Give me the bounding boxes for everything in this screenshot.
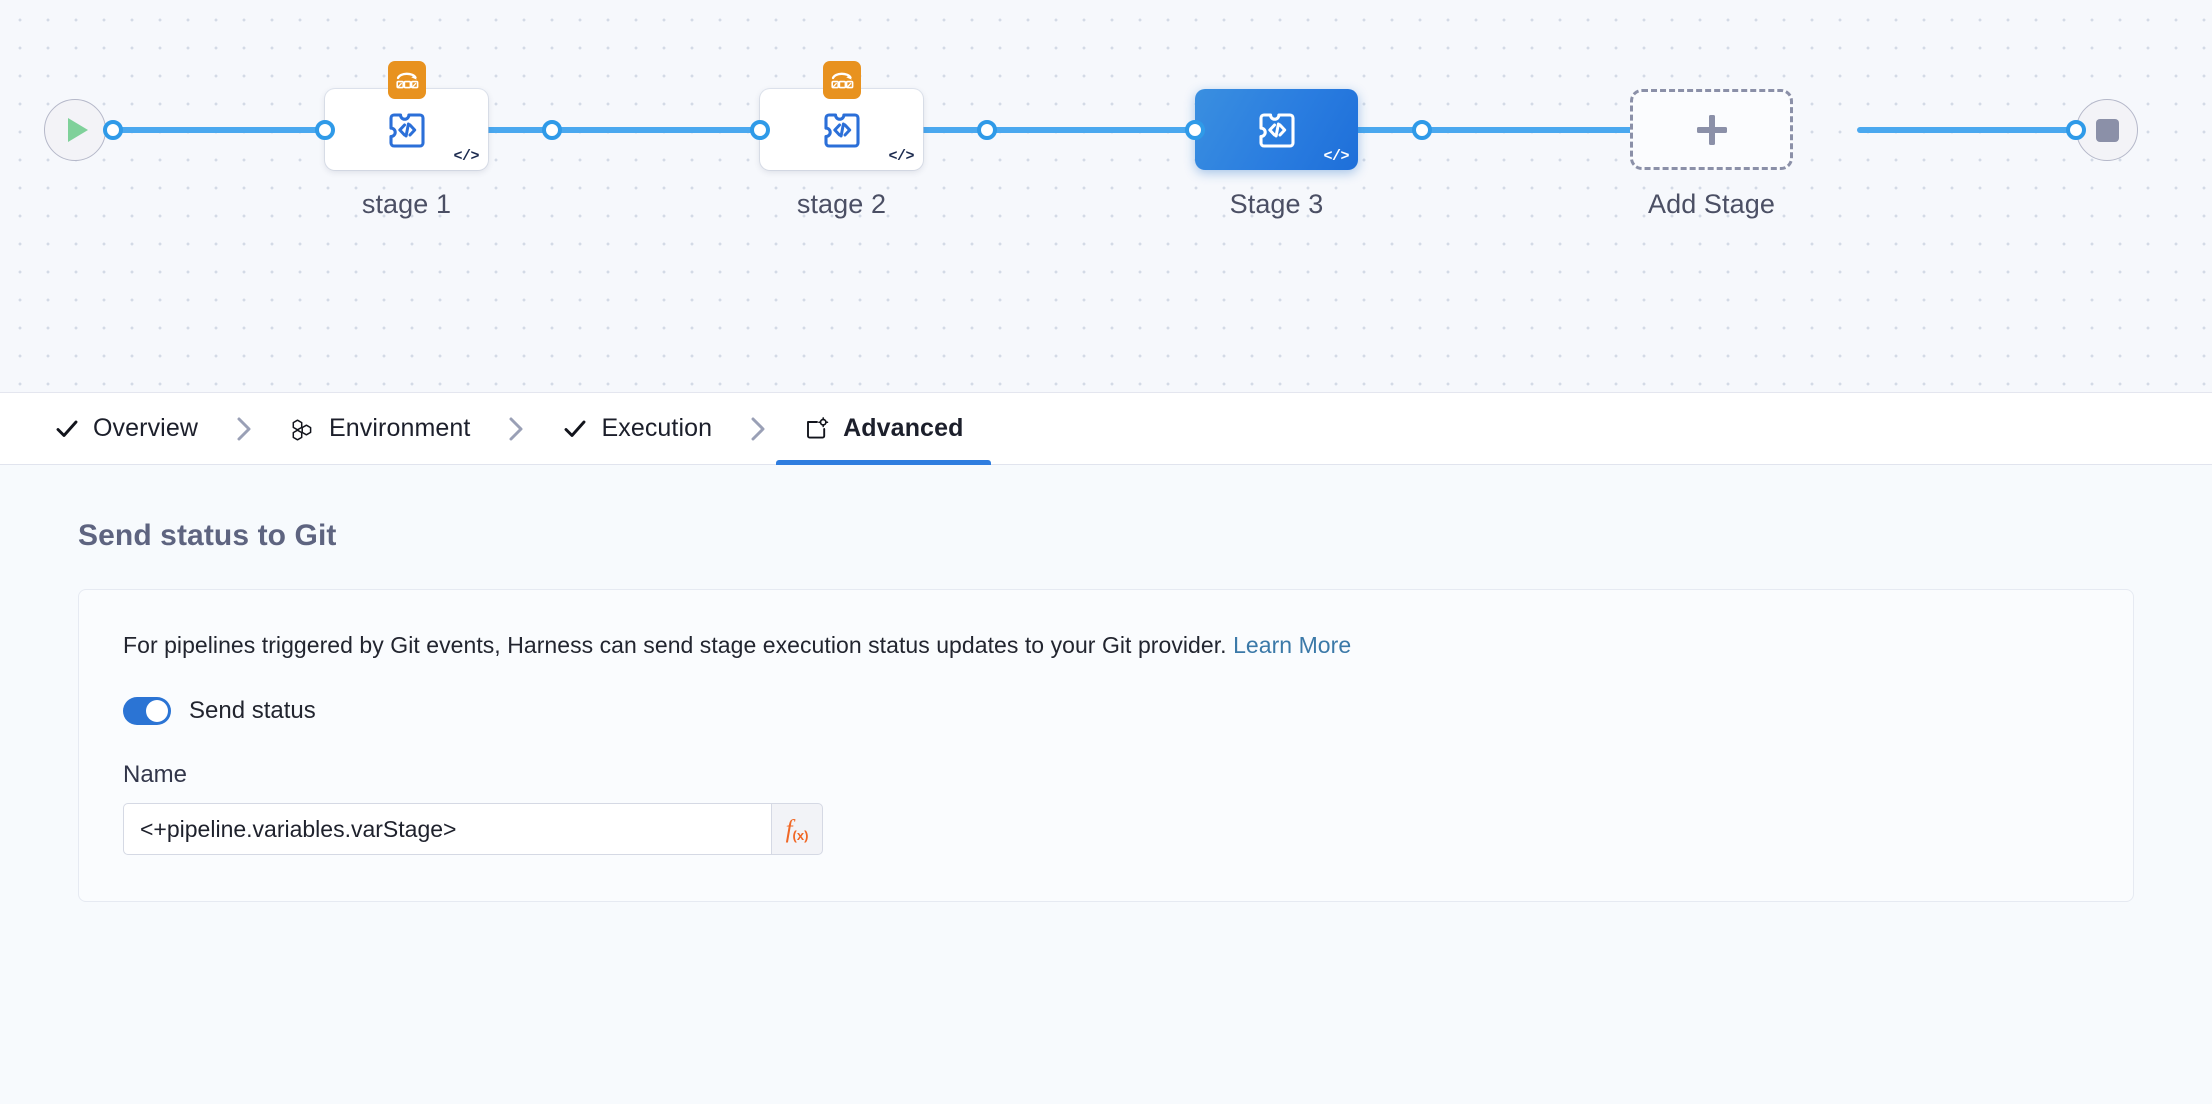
port-start-out[interactable] [103, 120, 123, 140]
tab-label: Overview [93, 414, 198, 442]
tab-separator [226, 393, 262, 464]
stage-node-3[interactable]: </> Stage 3 [1195, 89, 1358, 219]
stage-label: stage 2 [796, 189, 887, 219]
tab-overview[interactable]: Overview [26, 393, 226, 464]
page-title: Send status to Git [78, 519, 337, 552]
play-icon [68, 118, 88, 142]
stage-label: Stage 3 [1229, 189, 1324, 219]
chevron-right-icon [237, 417, 251, 440]
tab-environment[interactable]: Environment [262, 393, 498, 464]
pipeline-end-node[interactable] [2076, 99, 2138, 161]
custom-stage-icon [388, 112, 425, 148]
stage-code-mark: </> [453, 148, 479, 165]
pipeline-canvas[interactable]: </> stage 1 [0, 0, 2212, 393]
advanced-gear-icon [807, 416, 829, 439]
fx-glyph: f(x) [785, 815, 809, 843]
matrix-looping-icon [822, 61, 861, 99]
stage-node-2[interactable]: </> stage 2 [760, 61, 923, 219]
custom-stage-icon [1258, 112, 1295, 148]
port-stage2-out[interactable] [977, 120, 997, 140]
tab-execution[interactable]: Execution [534, 393, 740, 464]
send-status-toggle[interactable] [123, 697, 171, 725]
add-stage-label: Add Stage [1647, 189, 1775, 219]
plus-icon [1696, 114, 1727, 145]
stage-code-mark: </> [1323, 148, 1349, 165]
tab-advanced[interactable]: Advanced [776, 393, 992, 465]
port-stage3-in[interactable] [1185, 120, 1205, 140]
stage-card-selected[interactable]: </> [1195, 89, 1358, 170]
name-field-label: Name [123, 761, 188, 788]
chevron-right-icon [509, 417, 523, 440]
stage-node-1[interactable]: </> stage 1 [325, 61, 488, 219]
name-input[interactable] [123, 803, 771, 855]
add-stage-node[interactable]: Add Stage [1630, 89, 1793, 219]
infrastructure-icon [292, 418, 312, 441]
chevron-right-icon [751, 417, 765, 440]
end-circle [2076, 99, 2138, 161]
advanced-tab-content: Send status to Git For pipelines trigger… [0, 465, 2212, 1104]
expression-fx-button[interactable]: f(x) [771, 803, 823, 855]
check-icon [565, 420, 586, 437]
port-stage1-out[interactable] [542, 120, 562, 140]
stage-label: stage 1 [361, 189, 452, 219]
stage-card[interactable]: </> [325, 61, 488, 170]
port-end-in[interactable] [2066, 120, 2086, 140]
stage-tab-bar[interactable]: Overview Environment Execution [0, 393, 2212, 465]
custom-stage-icon [823, 112, 860, 148]
tab-label: Advanced [843, 414, 964, 442]
port-stage1-in[interactable] [315, 120, 335, 140]
tab-separator [498, 393, 534, 464]
description-text: For pipelines triggered by Git events, H… [123, 632, 1227, 658]
tab-label: Environment [329, 414, 471, 442]
send-status-label: Send status [189, 697, 316, 724]
learn-more-link[interactable]: Learn More [1233, 632, 1352, 658]
stage-code-mark: </> [888, 148, 914, 165]
tab-separator [740, 393, 776, 464]
port-stage3-out[interactable] [1412, 120, 1432, 140]
pipeline-start-node[interactable] [44, 99, 106, 161]
check-icon [56, 420, 78, 437]
send-status-toggle-row: Send status [123, 697, 2089, 725]
start-circle [44, 99, 106, 161]
port-stage2-in[interactable] [750, 120, 770, 140]
tab-label: Execution [601, 414, 713, 442]
stage-card[interactable]: </> [760, 61, 923, 170]
send-status-panel: For pipelines triggered by Git events, H… [78, 589, 2134, 902]
name-field-row: f(x) [123, 803, 823, 855]
add-stage-button[interactable] [1630, 89, 1793, 170]
toggle-knob [146, 700, 168, 722]
panel-description: For pipelines triggered by Git events, H… [123, 632, 2089, 659]
matrix-looping-icon [387, 61, 426, 99]
stop-icon [2095, 118, 2119, 142]
